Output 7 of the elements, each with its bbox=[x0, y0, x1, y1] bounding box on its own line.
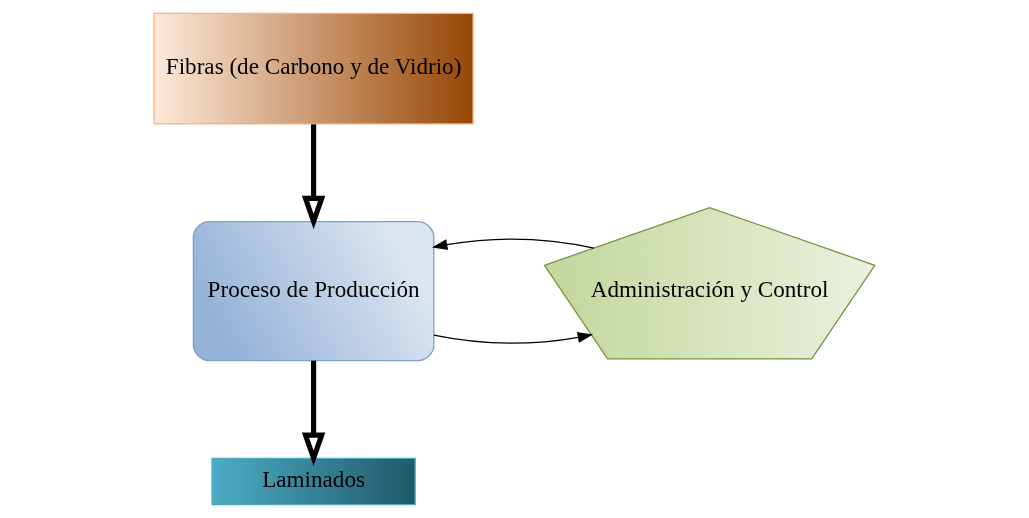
node-box: Proceso de Producción bbox=[192, 221, 435, 362]
node-box: Fibras (de Carbono y de Vidrio) bbox=[153, 12, 474, 125]
node-box: Laminados bbox=[211, 457, 416, 506]
arrow bbox=[301, 124, 326, 230]
arrow bbox=[301, 360, 326, 467]
arrow bbox=[431, 238, 595, 250]
arrow bbox=[433, 332, 594, 344]
